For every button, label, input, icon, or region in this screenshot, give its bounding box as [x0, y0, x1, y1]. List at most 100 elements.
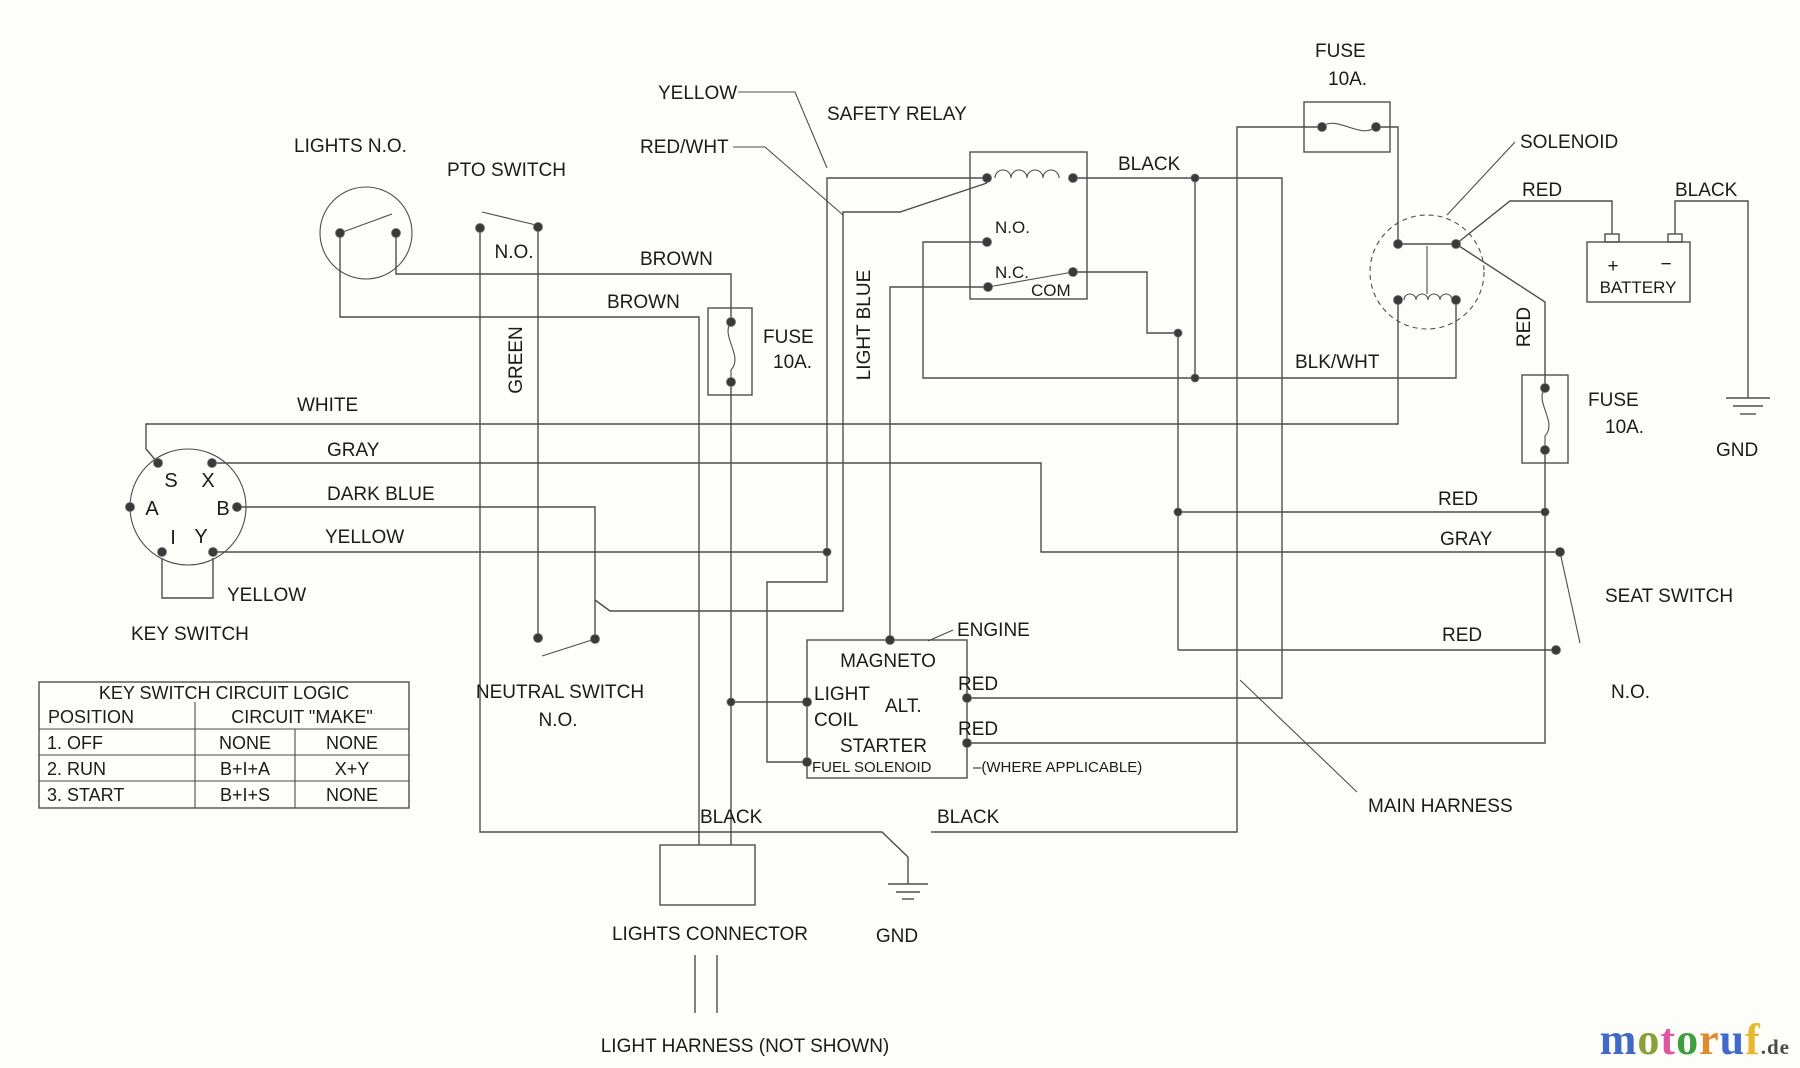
logo-letter: o: [1676, 1015, 1700, 1064]
pin-x: X: [201, 470, 214, 492]
key-switch-logic-table: KEY SWITCH CIRCUIT LOGIC POSITION CIRCUI…: [38, 681, 410, 809]
seat-switch-label: SEAT SWITCH: [1605, 586, 1733, 607]
gray-label: GRAY: [327, 440, 380, 461]
fuse-top-label: FUSE: [1315, 41, 1366, 62]
pin-y: Y: [194, 526, 207, 548]
table-row-off: 1. OFF: [47, 733, 103, 753]
dark-blue-label: DARK BLUE: [327, 484, 435, 505]
neutral-switch-label: NEUTRAL SWITCH: [476, 682, 644, 703]
fuse-left-amps: 10A.: [773, 352, 812, 373]
black-right-label: BLACK: [937, 807, 1000, 828]
pto-label: PTO SWITCH: [447, 160, 566, 181]
ground-symbol-right: [1726, 397, 1770, 415]
key-switch-label: KEY SWITCH: [131, 624, 249, 645]
table-cell: NONE: [326, 733, 378, 753]
wires: [145, 126, 1749, 884]
white-label: WHITE: [297, 395, 358, 416]
logo-letter: m: [1599, 1015, 1638, 1064]
labels: LIGHTS N.O. PTO SWITCH N.O. BROWN BROWN …: [131, 41, 1758, 1057]
battery-minus: −: [1660, 254, 1671, 275]
logo-letter: u: [1719, 1015, 1746, 1064]
leader-lines: [733, 91, 1516, 793]
relay-com-label: COM: [1031, 281, 1071, 300]
fuse-left-label: FUSE: [763, 327, 814, 348]
gnd-right-label: GND: [1716, 440, 1758, 461]
yellow-jumper-label: YELLOW: [227, 585, 306, 606]
logo-letter: o: [1637, 1015, 1661, 1064]
fuse-right-amps: 10A.: [1605, 417, 1644, 438]
relay-nc-label: N.C.: [995, 263, 1029, 282]
logo-letter: t: [1660, 1015, 1677, 1064]
yellow-top-label: YELLOW: [658, 83, 737, 104]
pto-no-label: N.O.: [494, 242, 533, 263]
relay-no-label: N.O.: [995, 218, 1030, 237]
table-cell: NONE: [219, 733, 271, 753]
safety-relay: [969, 151, 1088, 300]
table-cell: NONE: [326, 785, 378, 805]
green-label: GREEN: [506, 326, 527, 394]
fuse-right: [1521, 374, 1569, 464]
battery-label: BATTERY: [1600, 278, 1677, 297]
coil-label: COIL: [814, 710, 858, 731]
pto-switch: [481, 211, 537, 226]
light-label: LIGHT: [814, 684, 870, 705]
pin-b: B: [216, 498, 229, 520]
solenoid-label: SOLENOID: [1520, 132, 1618, 153]
pin-i: I: [170, 527, 176, 549]
fuel-solenoid-label: FUEL SOLENOID: [812, 759, 932, 776]
seat-no-label: N.O.: [1611, 682, 1650, 703]
table-cell: B+I+S: [220, 785, 270, 805]
alt-label: ALT.: [885, 696, 922, 717]
table-title: KEY SWITCH CIRCUIT LOGIC: [99, 683, 349, 703]
red-alt-label: RED: [958, 674, 998, 695]
main-harness-label: MAIN HARNESS: [1368, 796, 1513, 817]
ground-symbol-bottom: [888, 883, 928, 900]
gnd-bottom-label: GND: [876, 926, 918, 947]
fuse-top-amps: 10A.: [1328, 69, 1367, 90]
table-col-circuit-make: CIRCUIT "MAKE": [231, 707, 372, 727]
red-right2-label: RED: [1442, 625, 1482, 646]
red-vertical-label: RED: [1514, 307, 1535, 347]
battery-red-label: RED: [1522, 180, 1562, 201]
neutral-switch: [541, 638, 596, 657]
red-wht-label: RED/WHT: [640, 137, 729, 158]
fuse-left: [707, 307, 753, 396]
fuse-right-label: FUSE: [1588, 390, 1639, 411]
red-right-label: RED: [1438, 489, 1478, 510]
lights-connector-label: LIGHTS CONNECTOR: [612, 924, 808, 945]
logo-letter: r: [1699, 1015, 1720, 1064]
battery-black-label: BLACK: [1675, 180, 1738, 201]
light-harness-label: LIGHT HARNESS (NOT SHOWN): [601, 1036, 890, 1057]
yellow-row-label: YELLOW: [325, 527, 404, 548]
blk-wht-label: BLK/WHT: [1295, 352, 1380, 373]
pin-s: S: [164, 470, 177, 492]
relay-black-label: BLACK: [1118, 154, 1181, 175]
table-cell: X+Y: [335, 759, 370, 779]
motoruf-logo: motoruf.de: [1600, 1018, 1790, 1062]
lights-label: LIGHTS N.O.: [294, 136, 407, 157]
battery-plus: +: [1607, 256, 1618, 277]
neutral-no-label: N.O.: [538, 710, 577, 731]
gray-right-label: GRAY: [1440, 529, 1493, 550]
brown2-label: BROWN: [607, 292, 680, 313]
lights-switch: [319, 186, 413, 280]
lights-connector: [659, 844, 756, 1013]
terminal-dots: [125, 122, 1565, 767]
starter-label: STARTER: [840, 736, 927, 757]
black-left-label: BLACK: [700, 807, 763, 828]
logo-suffix: .de: [1760, 1035, 1790, 1059]
seat-switch: [1559, 551, 1581, 644]
safety-relay-label: SAFETY RELAY: [827, 104, 967, 125]
solenoid: [1369, 214, 1485, 330]
where-applicable-label: –(WHERE APPLICABLE): [973, 759, 1142, 776]
brown1-label: BROWN: [640, 249, 713, 270]
battery: [1586, 233, 1691, 303]
light-blue-label: LIGHT BLUE: [854, 270, 875, 381]
table-cell: B+I+A: [220, 759, 270, 779]
engine-label: ENGINE: [957, 620, 1030, 641]
red-starter-label: RED: [958, 719, 998, 740]
magneto-label: MAGNETO: [840, 651, 936, 672]
table-col-position: POSITION: [48, 707, 134, 727]
